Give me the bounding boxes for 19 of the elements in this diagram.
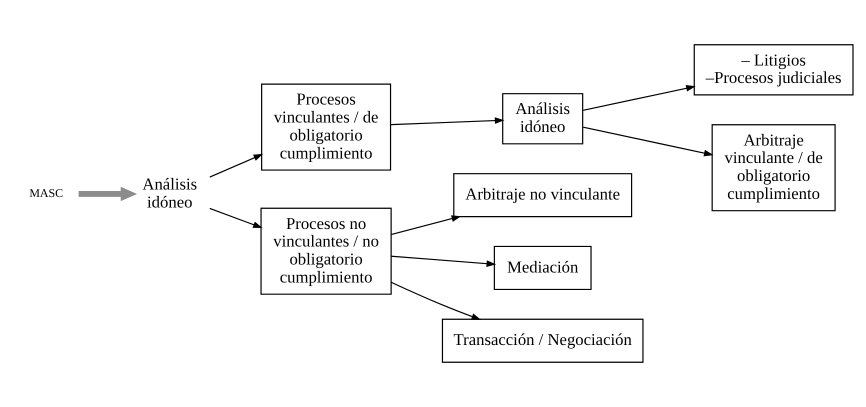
arrow: [390, 117, 504, 126]
node-text: MASC: [28, 186, 63, 200]
arrow: [582, 126, 714, 156]
node-box: Procesos vinculantes / de obligatorio cumplimiento: [260, 84, 391, 171]
node-box: Análisis idóneo: [502, 93, 583, 144]
arrow: [390, 282, 481, 320]
arrow: [391, 256, 496, 267]
arrow: [582, 84, 696, 111]
node-box: Procesos no vinculantes / no obligatorio cumplimiento: [260, 208, 392, 295]
arrow: [390, 215, 461, 235]
node-text: Análisis idóneo: [142, 174, 197, 212]
node-box: Arbitraje vinculante / de obligatorio cumplimiento: [711, 124, 836, 212]
arrow: [209, 154, 263, 178]
node-box: Mediación: [493, 246, 592, 290]
arrow: [209, 208, 262, 228]
node-box: Transacción / Negociación: [441, 318, 644, 363]
node-box: Arbitraje no vinculante: [452, 173, 632, 218]
node-box: – Litigios –Procesos judiciales: [693, 44, 854, 96]
arrow: [78, 186, 137, 202]
